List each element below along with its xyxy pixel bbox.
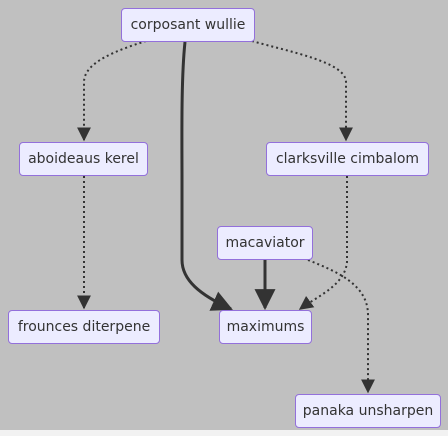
- node-frounces-diterpene[interactable]: frounces diterpene: [8, 310, 160, 344]
- edge-corposant-to-maximums: [180, 41, 233, 311]
- node-panaka-unsharpen[interactable]: panaka unsharpen: [295, 394, 441, 428]
- node-maximums[interactable]: maximums: [219, 310, 312, 344]
- bottom-edge-strip: [0, 430, 448, 436]
- edge-corposant-to-aboideaus: [77, 40, 147, 142]
- edge-corposant-to-clarksville: [251, 40, 353, 142]
- node-aboideaus-kerel[interactable]: aboideaus kerel: [19, 142, 148, 176]
- node-macaviator[interactable]: macaviator: [217, 226, 313, 260]
- edge-clarksville-to-maximums: [298, 176, 348, 310]
- node-clarksville-cimbalom[interactable]: clarksville cimbalom: [266, 142, 429, 176]
- edge-macaviator-to-panaka: [307, 259, 375, 394]
- node-corposant-wullie[interactable]: corposant wullie: [121, 8, 255, 42]
